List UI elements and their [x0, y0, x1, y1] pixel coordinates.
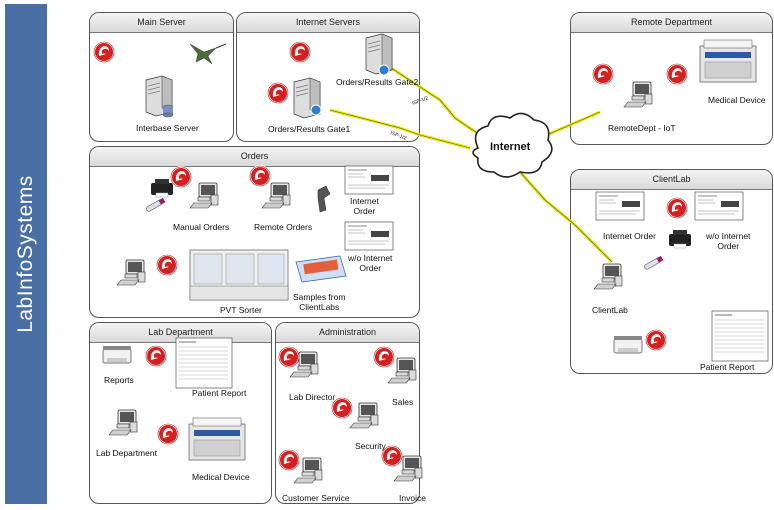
firebird-badge-icon: [156, 254, 178, 276]
clientlab-label: ClientLab: [592, 305, 628, 315]
gate2-label: Orders/Results Gate2: [336, 77, 419, 87]
lab-patient-report-label: Patient Report: [192, 388, 247, 398]
document-icon: [344, 221, 394, 251]
panel-header: Remote Department: [571, 13, 772, 33]
samples-label: Samples from ClientLabs: [293, 292, 346, 312]
firebird-badge-icon: [157, 423, 179, 445]
firebird-badge-icon: [666, 63, 688, 85]
test-tube-icon: [643, 255, 664, 271]
panel-header: Internet Servers: [237, 13, 419, 33]
firebird-badge-icon: [93, 41, 115, 63]
sales-label: Sales: [392, 397, 414, 407]
internet-label: Internet: [490, 141, 531, 153]
firebird-badge-icon: [145, 345, 167, 367]
customer-service-label: Customer Service: [282, 493, 350, 503]
document-icon: [694, 191, 744, 221]
firebird-badge-icon: [289, 41, 311, 63]
analyzer-icon: [188, 417, 246, 461]
globe-icon: [378, 64, 390, 76]
computer-icon: [108, 409, 138, 436]
printer-icon: [613, 335, 643, 354]
computer-icon: [349, 402, 379, 429]
document-icon: [344, 165, 394, 195]
sidebar: LabInfoSystems: [5, 4, 47, 504]
remote-orders-label: Remote Orders: [254, 222, 313, 232]
security-label: Security: [355, 441, 386, 451]
link-gate2-internet-outline: [387, 65, 481, 136]
link-gate1-internet-outline: [329, 109, 471, 149]
lab-medical-device-label: Medical Device: [192, 472, 250, 482]
link-internet-clientlab-outline: [519, 171, 613, 263]
printer-icon: [150, 178, 174, 198]
manual-orders-label: Manual Orders: [173, 222, 230, 232]
report-document-icon: [175, 337, 233, 389]
panel-header: ClientLab: [571, 170, 772, 190]
remote-medical-device-label: Medical Device: [708, 95, 766, 105]
analyzer-icon: [699, 39, 757, 83]
firebird-badge-icon: [666, 197, 688, 219]
lab-director-label: Lab Director: [289, 392, 336, 402]
wo-internet-order-label: w/o Internet Order: [348, 253, 393, 273]
firebird-badge-icon: [645, 329, 667, 351]
client-patient-report-label: Patient Report: [700, 362, 755, 372]
panel-header: Main Server: [90, 13, 233, 33]
firebird-badge-icon: [278, 449, 300, 471]
computer-icon: [593, 263, 623, 290]
client-internet-order-label: Internet Order: [603, 231, 656, 241]
firebird-badge-icon: [373, 346, 395, 368]
interbase-server-label: Interbase Server: [136, 123, 199, 133]
sorter-machine-icon: [189, 249, 289, 301]
client-wo-internet-order-label: w/o Internet Order: [706, 231, 751, 251]
printer-icon: [102, 345, 132, 364]
report-document-icon: [711, 310, 769, 362]
database-icon: [162, 104, 174, 118]
firebird-badge-icon: [249, 165, 271, 187]
sample-tray-icon: [295, 255, 347, 283]
printer-icon: [668, 229, 692, 249]
firebird-badge-icon: [170, 166, 192, 188]
hummingbird-icon: [189, 43, 227, 65]
test-tube-icon: [145, 197, 166, 213]
computer-icon: [116, 259, 146, 286]
reports-label: Reports: [104, 375, 134, 385]
globe-icon: [310, 104, 322, 116]
firebird-badge-icon: [278, 346, 300, 368]
panel-internet-servers: Internet Servers: [236, 12, 420, 142]
lab-department-label: Lab Department: [96, 448, 157, 458]
firebird-badge-icon: [267, 82, 289, 104]
computer-icon: [189, 182, 219, 209]
panel-header: Administration: [276, 323, 419, 343]
computer-icon: [623, 81, 653, 108]
gate1-label: Orders/Results Gate1: [268, 124, 351, 134]
cloud-icon: [472, 112, 553, 178]
pvt-sorter-label: PVT Sorter: [220, 305, 262, 315]
document-icon: [595, 191, 645, 221]
firebird-badge-icon: [592, 63, 614, 85]
computer-icon: [261, 182, 291, 209]
internet-order-label: Internet Order: [350, 196, 379, 216]
remote-iot-label: RemoteDept - IoT: [608, 123, 676, 133]
invoice-label: Invoice: [399, 493, 426, 503]
barcode-scanner-icon: [317, 185, 331, 213]
